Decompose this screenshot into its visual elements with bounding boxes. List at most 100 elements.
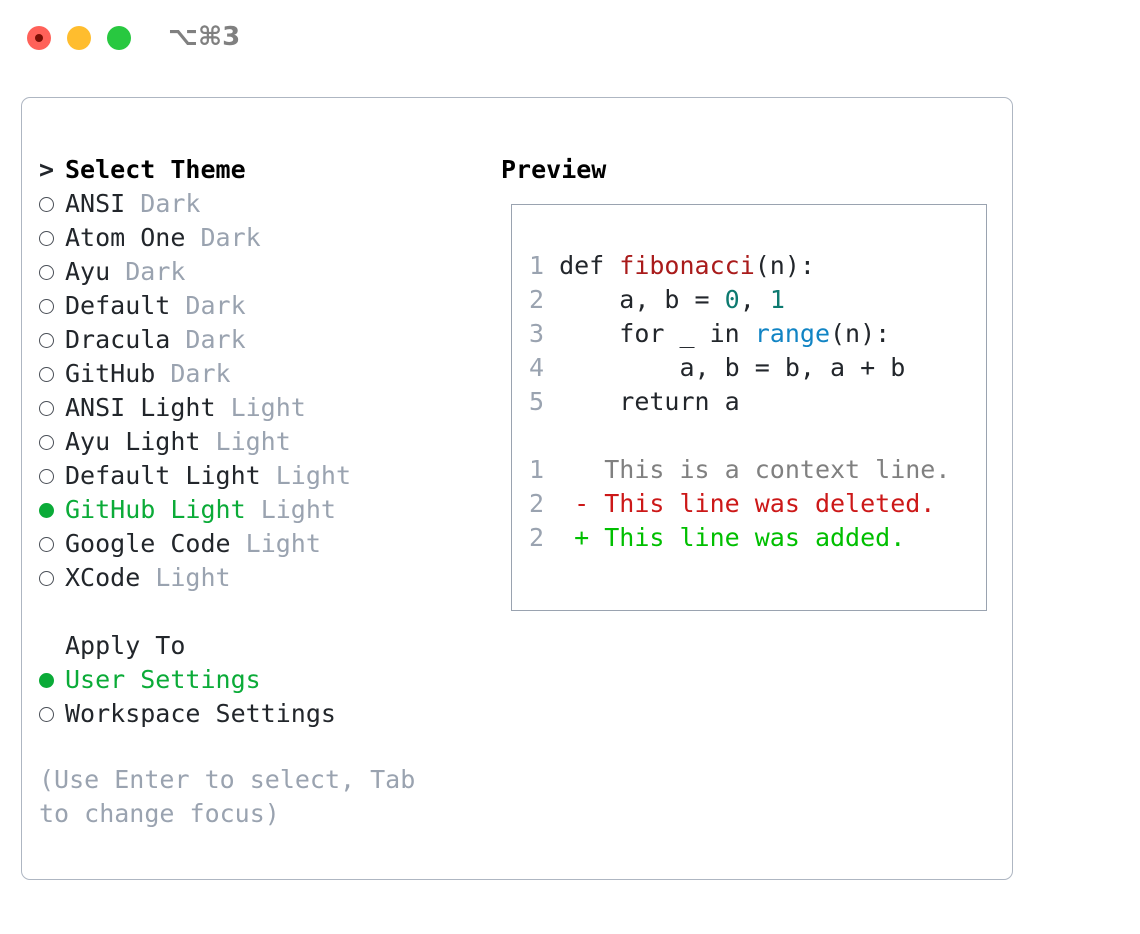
radio-unselected-icon — [39, 290, 65, 324]
theme-option-label: Default — [65, 291, 171, 320]
diff-line-text: This is a context line. — [604, 455, 951, 484]
theme-variant-badge: Dark — [125, 257, 186, 286]
radio-dot — [39, 707, 54, 722]
code-line: 3 for _ in range(n): — [522, 317, 950, 351]
theme-option-ansi-light[interactable]: ANSI Light Light — [39, 391, 489, 425]
line-number: 4 — [528, 353, 544, 382]
theme-picker-title: Select Theme — [65, 155, 246, 184]
radio-dot — [39, 401, 54, 416]
code-token-plain: return a — [559, 387, 740, 416]
radio-unselected-icon — [39, 222, 65, 256]
title-bar: ⌥⌘3 — [0, 0, 1140, 78]
radio-unselected-icon — [39, 324, 65, 358]
diff-line-text: This line was deleted. — [604, 489, 936, 518]
radio-unselected-icon — [39, 358, 65, 392]
diff-marker-icon: - — [574, 489, 590, 518]
theme-option-label: ANSI Light — [65, 393, 216, 422]
theme-variant-badge: Dark — [140, 189, 201, 218]
line-number: 1 — [528, 455, 544, 484]
code-token-builtin: range — [754, 319, 830, 348]
theme-option-ayu[interactable]: Ayu Dark — [39, 255, 489, 289]
apply-to-option-workspace-settings[interactable]: Workspace Settings — [39, 697, 489, 731]
cursor-marker-icon: > — [39, 155, 55, 184]
code-token-num: 1 — [769, 285, 785, 314]
theme-option-ansi[interactable]: ANSI Dark — [39, 187, 489, 221]
code-token-fn: fibonacci — [619, 251, 755, 280]
code-token-plain: a, b = — [559, 285, 725, 314]
theme-variant-badge: Dark — [200, 223, 261, 252]
line-number: 2 — [528, 285, 544, 314]
theme-variant-badge: Light — [230, 393, 306, 422]
theme-option-atom-one[interactable]: Atom One Dark — [39, 221, 489, 255]
theme-option-label: Ayu Light — [65, 427, 201, 456]
radio-dot — [39, 571, 54, 586]
radio-unselected-icon — [39, 528, 65, 562]
radio-dot — [39, 469, 54, 484]
diff-line-deleted: 2 - This line was deleted. — [522, 487, 950, 521]
theme-option-label: Dracula — [65, 325, 171, 354]
theme-option-ayu-light[interactable]: Ayu Light Light — [39, 425, 489, 459]
theme-variant-badge: Light — [155, 563, 231, 592]
code-line: 4 a, b = b, a + b — [522, 351, 950, 385]
code-token-plain: def — [559, 251, 620, 280]
radio-unselected-icon — [39, 562, 65, 596]
code-line: 5 return a — [522, 385, 950, 419]
theme-variant-badge: Light — [215, 427, 291, 456]
theme-option-label: Ayu — [65, 257, 111, 286]
code-token-plain: , — [739, 285, 770, 314]
apply-to-header: Apply To — [65, 631, 186, 660]
line-number: 2 — [528, 523, 544, 552]
radio-selected-icon — [39, 494, 65, 528]
preview-pane: Preview 1 def fibonacci(n):2 a, b = 0, 1… — [501, 153, 987, 611]
maximize-window-button[interactable] — [107, 26, 131, 50]
theme-option-default[interactable]: Default Dark — [39, 289, 489, 323]
theme-variant-badge: Light — [275, 461, 351, 490]
radio-selected-icon — [39, 664, 65, 698]
radio-dot — [39, 197, 54, 212]
theme-variant-badge: Light — [260, 495, 336, 524]
radio-dot — [39, 231, 54, 246]
theme-option-label: ANSI — [65, 189, 126, 218]
line-number: 1 — [528, 251, 544, 280]
theme-option-dracula[interactable]: Dracula Dark — [39, 323, 489, 357]
keyboard-shortcut-label: ⌥⌘3 — [168, 22, 241, 52]
radio-dot — [39, 435, 54, 450]
code-token-plain: (n): — [754, 251, 815, 280]
radio-unselected-icon — [39, 188, 65, 222]
radio-dot — [39, 299, 54, 314]
theme-option-github-light[interactable]: GitHub Light Light — [39, 493, 489, 527]
apply-to-option-user-settings[interactable]: User Settings — [39, 663, 489, 697]
theme-option-github[interactable]: GitHub Dark — [39, 357, 489, 391]
line-number: 2 — [528, 489, 544, 518]
theme-option-label: GitHub — [65, 359, 156, 388]
preview-title: Preview — [501, 155, 607, 184]
diff-line-text: This line was added. — [604, 523, 906, 552]
theme-picker-header: > Select Theme — [39, 153, 489, 187]
theme-option-label: GitHub Light — [65, 495, 246, 524]
theme-option-default-light[interactable]: Default Light Light — [39, 459, 489, 493]
radio-unselected-icon — [39, 426, 65, 460]
radio-unselected-icon — [39, 392, 65, 426]
radio-dot — [39, 503, 54, 518]
theme-variant-badge: Dark — [185, 325, 246, 354]
theme-option-google-code[interactable]: Google Code Light — [39, 527, 489, 561]
line-number: 5 — [528, 387, 544, 416]
theme-variant-badge: Light — [245, 529, 321, 558]
radio-unselected-icon — [39, 256, 65, 290]
radio-dot — [39, 673, 54, 688]
radio-unselected-icon — [39, 698, 65, 732]
theme-option-xcode[interactable]: XCode Light — [39, 561, 489, 595]
code-line: 1 def fibonacci(n): — [522, 249, 950, 283]
apply-to-option-label: User Settings — [65, 665, 261, 694]
line-number: 3 — [528, 319, 544, 348]
close-window-button[interactable] — [27, 26, 51, 50]
code-token-plain: for _ in — [559, 319, 755, 348]
code-line: 2 a, b = 0, 1 — [522, 283, 950, 317]
code-token-plain: (n): — [830, 319, 891, 348]
minimize-window-button[interactable] — [67, 26, 91, 50]
